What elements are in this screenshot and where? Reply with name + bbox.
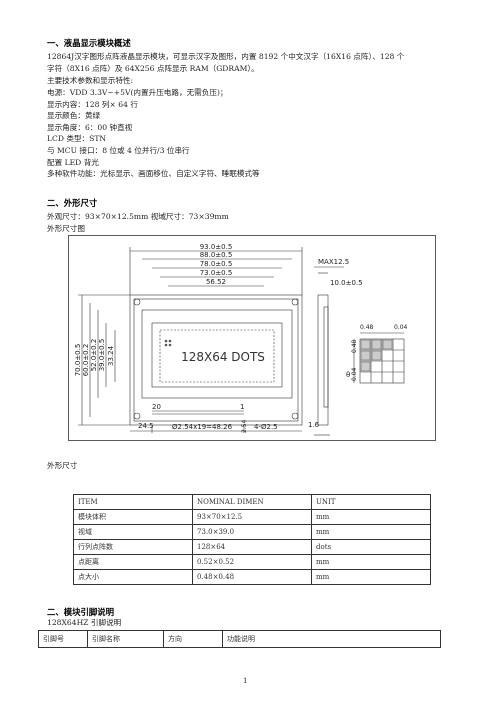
- dim-label: 56.52: [206, 278, 226, 286]
- table-cell: mm: [311, 509, 431, 525]
- pin-label: 1: [240, 403, 244, 411]
- table-cell: mm: [311, 554, 431, 570]
- table-cell: 点距离: [73, 554, 193, 570]
- drawing-title: 外形尺寸图: [47, 224, 85, 233]
- feature-item: 与 MCU 接口：8 位或 4 位并行/3 位串行: [47, 145, 190, 155]
- feature-item: 配置 LED 背光: [47, 157, 99, 167]
- table-caption: 外形尺寸: [47, 461, 78, 470]
- table-row: 视域 73.0×39.0 mm: [73, 524, 431, 540]
- table-cell: 模块体积: [73, 509, 193, 525]
- table-cell: 73.0×39.0: [192, 524, 312, 540]
- size-line: 外观尺寸：93×70×12.5mm 视域尺寸：73×39mm: [47, 212, 229, 221]
- dim-label: 93.0±0.5: [200, 243, 233, 251]
- pin-table-header-cell: 功能说明: [222, 630, 441, 648]
- pin-table-header-row: 引脚号 引脚名称 方向 功能说明: [38, 630, 441, 648]
- lcd-text: 128X64 DOTS: [181, 350, 265, 364]
- vdim-label: 70.0±0.5: [74, 344, 82, 377]
- table-cell: 0.48×0.48: [192, 569, 312, 585]
- table-cell: 128×64: [192, 539, 312, 555]
- dim-label: 78.0±0.5: [200, 260, 233, 268]
- table-header-cell: NOMINAL DIMEN: [192, 494, 312, 510]
- feature-item: 显示角度：6：00 钟直视: [47, 122, 133, 132]
- table-header-row: ITEM NOMINAL DIMEN UNIT: [73, 494, 431, 510]
- bottom-dim: 24.5: [138, 422, 154, 430]
- pin-table-header-cell: 引脚名称: [87, 630, 164, 648]
- outline-drawing: 93.0±0.5 88.0±0.5 78.0±0.5 73.0±0.5 56.5…: [68, 235, 436, 441]
- pin-subtitle: 128X64HZ 引脚说明: [47, 618, 122, 627]
- intro-line2: 字符（8X16 点阵）及 64X256 点阵显示 RAM（GDRAM）。: [47, 64, 259, 73]
- table-cell: 0.52×0.52: [192, 554, 312, 570]
- table-row: 点大小 0.48×0.48 mm: [73, 569, 431, 585]
- table-cell: 行列点阵数: [73, 539, 193, 555]
- features-title: 主要技术参数和显示特性:: [47, 76, 134, 85]
- dim-label: 88.0±0.5: [200, 251, 233, 259]
- dot-dim: 0.48: [360, 324, 374, 331]
- feature-item: 多种软件功能：光标显示、画面移位、自定义字符、睡眠模式等: [47, 169, 260, 179]
- vdim-label: 52.0±0.2: [90, 339, 98, 372]
- table-cell: 93×70×12.5: [192, 509, 312, 525]
- dimension-table: ITEM NOMINAL DIMEN UNIT 模块体积 93×70×12.5 …: [73, 494, 431, 585]
- pin-label: 20: [152, 403, 161, 411]
- page-number: 1: [243, 677, 248, 685]
- misc-dim: 2.54: [241, 419, 248, 433]
- table-cell: dots: [311, 539, 431, 555]
- feature-item: 显示内容：128 列× 64 行: [47, 99, 138, 109]
- thick-label: 10.0±0.5: [330, 279, 363, 287]
- table-cell: mm: [311, 524, 431, 540]
- pin-table-header-cell: 方向: [163, 630, 223, 648]
- section1-heading: 一、液晶显示模块概述: [47, 38, 131, 48]
- table-header-cell: ITEM: [73, 494, 193, 510]
- table-row: 点距离 0.52×0.52 mm: [73, 554, 431, 570]
- vdim-label: 33.24: [107, 345, 115, 366]
- table-row: 行列点阵数 128×64 dots: [73, 539, 431, 555]
- pin-table-header-cell: 引脚号: [38, 630, 88, 648]
- vdim-label: 39.0±0.5: [98, 339, 106, 372]
- vdim-label: 60.0±0.2: [82, 344, 90, 377]
- bottom-dim: 4-Ø2.5: [254, 423, 278, 431]
- dim-label: 73.0±0.5: [200, 269, 233, 277]
- bottom-dim: Ø2.54x19=48.26: [172, 423, 233, 431]
- table-cell: 点大小: [73, 569, 193, 585]
- max-label: MAX12.5: [318, 258, 349, 266]
- dot-dim: 0.04: [351, 367, 358, 381]
- feature-item: LCD 类型：STN: [47, 134, 107, 144]
- intro-line1: 12864J汉字图形点阵液晶显示模块，可显示汉字及图形，内置 8192 个中文汉…: [47, 52, 405, 61]
- dot-dim: 0.48: [351, 339, 358, 353]
- misc-dim: 1.6: [308, 421, 320, 429]
- table-header-cell: UNIT: [311, 494, 431, 510]
- section3-heading: 二、模块引脚说明: [47, 607, 114, 617]
- table-row: 模块体积 93×70×12.5 mm: [73, 509, 431, 525]
- table-cell: 视域: [73, 524, 193, 540]
- dot-label: θ: [346, 371, 350, 379]
- dot-dim: 0.04: [394, 324, 408, 331]
- features-list: 电源：VDD 3.3V~+5V(内置升压电路，无需负压)； 显示内容：128 列…: [47, 87, 260, 180]
- table-cell: mm: [311, 569, 431, 585]
- feature-item: 电源：VDD 3.3V~+5V(内置升压电路，无需负压)；: [47, 88, 228, 97]
- feature-item: 显示颜色：黄绿: [47, 111, 101, 121]
- section2-heading: 二、外形尺寸: [47, 198, 98, 208]
- pin-table: 引脚号 引脚名称 方向 功能说明: [38, 630, 441, 648]
